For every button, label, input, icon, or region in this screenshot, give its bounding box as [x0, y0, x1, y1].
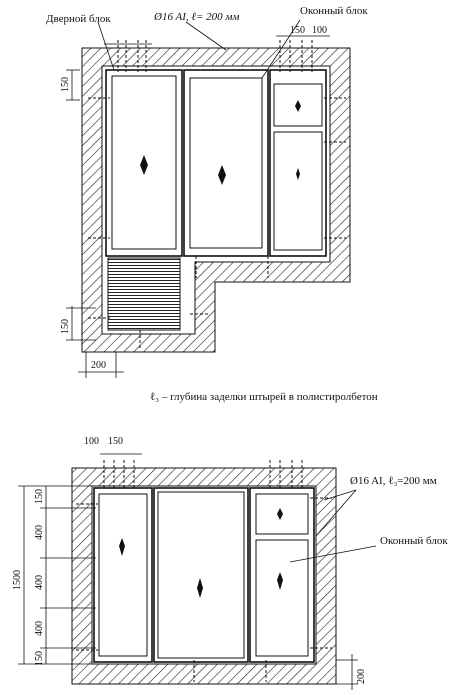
right-window-frame-b [249, 487, 315, 663]
leader-line [315, 489, 357, 537]
caption: ℓ₃ – глубина заделки штырей в полистирол… [150, 391, 378, 403]
dim-150-left-low: 150 [60, 319, 71, 334]
bottom-plan: 100 150 1500 150 400 400 400 150 200 Ø16… [12, 436, 448, 690]
left-sash-mark [119, 538, 125, 556]
dim-150-top-b: 150 [108, 436, 123, 447]
dim-400-b: 400 [34, 575, 45, 590]
dim-150-a: 150 [34, 489, 45, 504]
left-window-frame [93, 487, 153, 663]
right-window-sash [273, 131, 323, 251]
door-block-label: Дверной блок [46, 13, 111, 25]
rebar-label: Ø16 AI, ℓ= 200 мм [153, 11, 239, 23]
right-transom-b [255, 493, 309, 535]
right-window-transom [273, 83, 323, 127]
right-sash-b [255, 539, 309, 657]
right-window-frame [269, 69, 327, 257]
leader-line [185, 21, 227, 51]
top-plan: Дверной блок Ø16 AI, ℓ= 200 мм Оконный б… [46, 5, 368, 378]
transom-mark-b [277, 508, 283, 520]
insulation-fill [107, 257, 181, 331]
right-sash-mark [296, 168, 300, 180]
dim-150-b: 150 [34, 651, 45, 666]
top-wall-hatch [81, 47, 351, 353]
dim-150-top: 150 [290, 25, 305, 36]
leader-line [261, 19, 301, 79]
middle-sash-mark [218, 165, 226, 185]
dim-100-top-b: 100 [84, 436, 99, 447]
leader-line [323, 489, 357, 501]
dim-100-top: 100 [312, 25, 327, 36]
window-block-label-b: Оконный блок [380, 535, 448, 547]
dim-400-a: 400 [34, 525, 45, 540]
door-sash-mark [140, 155, 148, 175]
transom-sash-mark [295, 100, 301, 112]
right-sash-mark-b [277, 572, 283, 590]
leader-line [289, 545, 377, 563]
left-window-glass [98, 493, 148, 657]
window-block-label: Оконный блок [300, 5, 368, 17]
middle-window-glass-b [157, 491, 245, 659]
dim-400-c: 400 [34, 621, 45, 636]
middle-window-frame [183, 69, 269, 257]
middle-window-frame-b [153, 487, 249, 663]
dim-150-left: 150 [60, 77, 71, 92]
middle-window-glass [189, 77, 263, 249]
middle-sash-mark-b [197, 578, 203, 598]
door-leaf [111, 75, 177, 250]
dim-200-bottom: 200 [91, 360, 106, 371]
dim-1500: 1500 [12, 570, 23, 590]
leader-line [97, 21, 115, 71]
rebar-label-b: Ø16 AI, ℓ₃=200 мм [350, 475, 437, 487]
dim-200-right: 200 [356, 669, 367, 684]
